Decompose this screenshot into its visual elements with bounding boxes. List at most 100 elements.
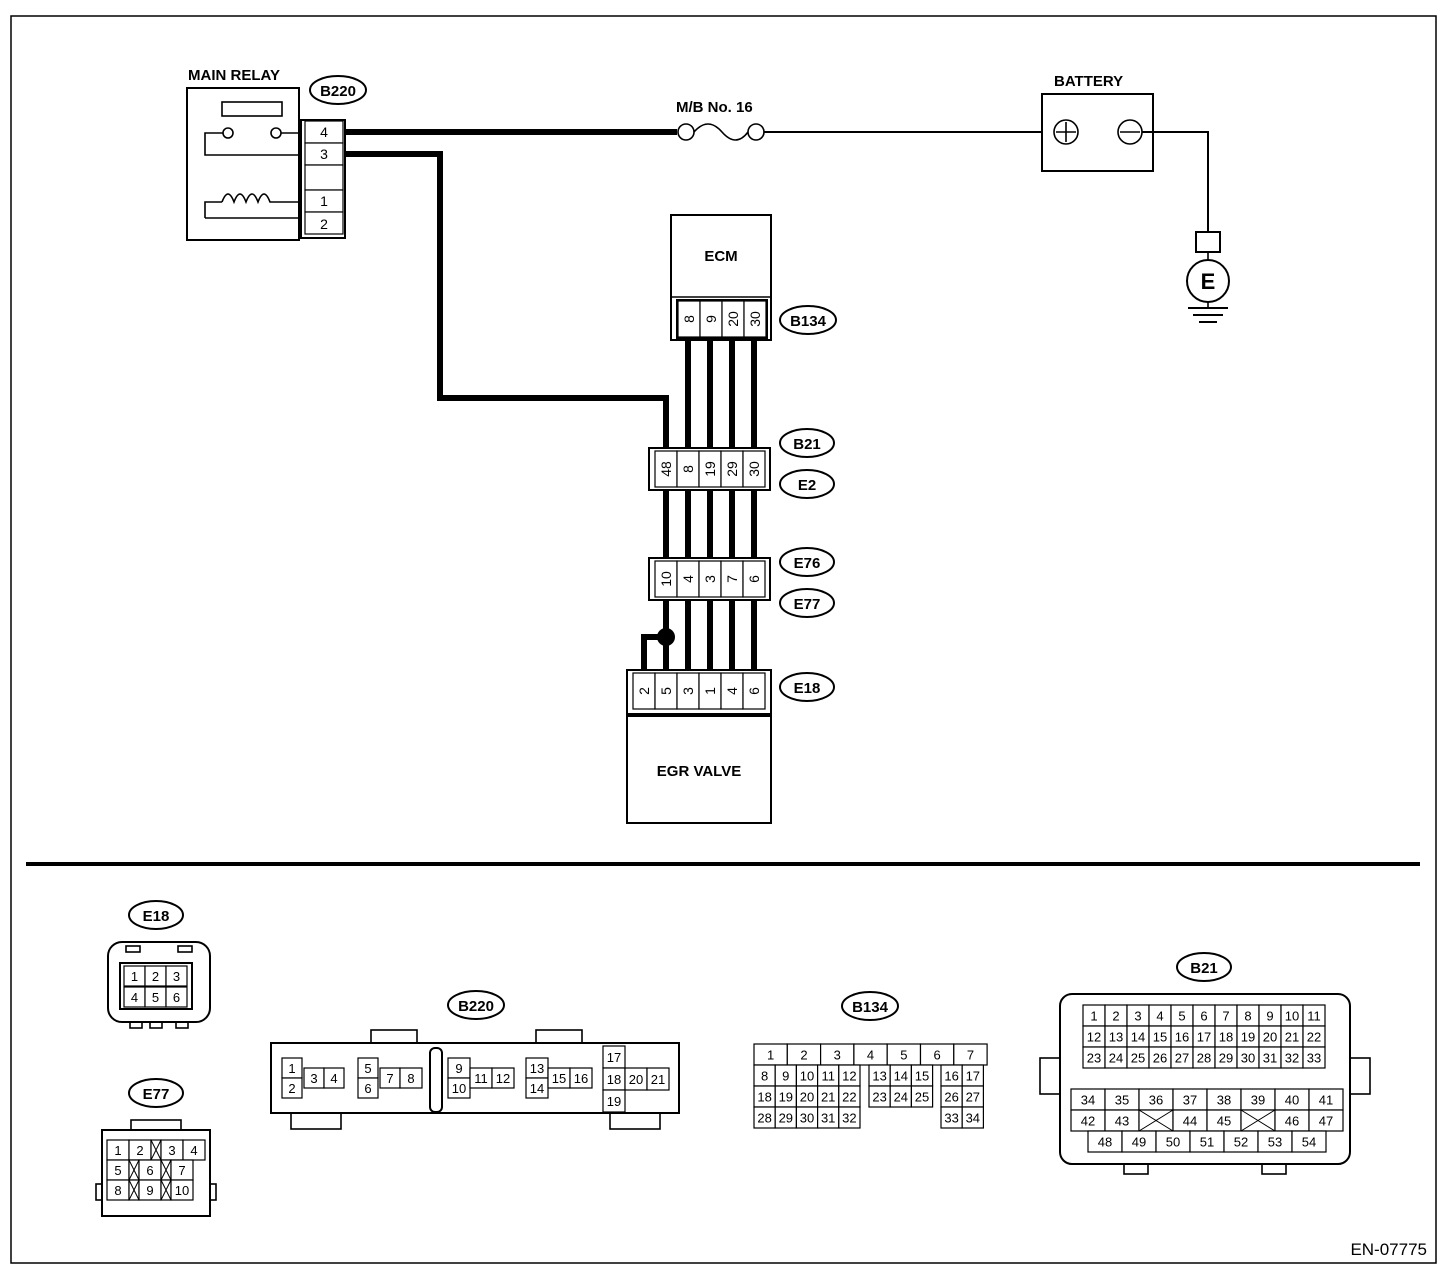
connector-pin-label: 41 [1319, 1093, 1333, 1108]
connector-pin-label: 43 [1115, 1114, 1129, 1129]
connector-pin-label: 13 [530, 1061, 544, 1076]
connector-pin-label: 18 [607, 1072, 621, 1087]
svg-text:30: 30 [746, 461, 762, 477]
svg-text:19: 19 [702, 461, 718, 477]
svg-text:E76: E76 [794, 555, 821, 572]
connector-pin-label: 35 [1115, 1093, 1129, 1108]
ground-label: E [1201, 269, 1216, 294]
connector-pin-label: 6 [1200, 1009, 1207, 1024]
connector-pin-label: 6 [934, 1048, 941, 1063]
svg-text:7: 7 [724, 575, 740, 583]
svg-text:4: 4 [680, 575, 696, 583]
ecm-pins: 8 9 20 30 [677, 300, 767, 338]
connector-pin-cell [838, 1106, 861, 1129]
svg-text:30: 30 [747, 311, 763, 327]
connector-pin-cell [569, 1067, 593, 1089]
connector-pin-label: 2 [800, 1048, 807, 1063]
connector-pin-label: 48 [1098, 1135, 1112, 1150]
svg-text:29: 29 [724, 461, 740, 477]
connector-pin-label: 18 [1219, 1030, 1233, 1045]
connector-pin-label: 12 [842, 1069, 856, 1084]
svg-text:9: 9 [703, 315, 719, 323]
connector-pin-label: 8 [407, 1071, 414, 1086]
connector-pin-label: 12 [496, 1071, 510, 1086]
relay-pin: 1 [320, 193, 328, 209]
connector-pin-label: 24 [1109, 1051, 1123, 1066]
svg-text:4: 4 [724, 687, 740, 695]
b21-tag [779, 428, 835, 458]
svg-text:E18: E18 [143, 908, 170, 925]
connector-pin-label: 30 [1241, 1051, 1255, 1066]
connector-pin-label: 52 [1234, 1135, 1248, 1150]
connector-pin-label: 46 [1285, 1114, 1299, 1129]
connector-pin-cell [165, 986, 188, 1008]
splice-point [657, 628, 675, 646]
connector-pin-label: 15 [915, 1069, 929, 1084]
svg-text:48: 48 [658, 461, 674, 477]
connector-pin-label: 14 [530, 1081, 544, 1096]
connector-pin-label: 14 [894, 1069, 908, 1084]
connector-pin-label: 1 [114, 1143, 121, 1158]
connector-pin-label: 10 [175, 1183, 189, 1198]
connector-pin-label: 20 [1263, 1030, 1277, 1045]
connector-pin-label: 31 [821, 1111, 835, 1126]
connector-pin-label: 16 [944, 1069, 958, 1084]
connector-pin-label: 34 [966, 1111, 980, 1126]
connector-pin-label: 32 [1285, 1051, 1299, 1066]
connector-pin-label: 4 [131, 990, 138, 1005]
connector-pin-label: 8 [1244, 1009, 1251, 1024]
svg-text:B21: B21 [793, 436, 821, 453]
unused-pin-mark [160, 1179, 172, 1201]
e18-tag [779, 672, 835, 702]
connector-pin-label: 28 [757, 1111, 771, 1126]
svg-text:E77: E77 [143, 1086, 170, 1103]
connector-pin-label: 26 [944, 1090, 958, 1105]
unused-pin-mark [128, 1179, 140, 1201]
svg-text:2: 2 [636, 687, 652, 695]
connector-pin-label: 4 [867, 1048, 874, 1063]
connector-pin-label: 15 [552, 1071, 566, 1086]
connector-pin-label: 6 [364, 1081, 371, 1096]
relay-pins: 4 3 1 2 [304, 120, 344, 235]
connector-pin-label: 25 [915, 1090, 929, 1105]
ecm: ECM 8 9 20 30 B134 [670, 214, 837, 341]
fuse-symbol [677, 123, 765, 141]
connector-pin-label: 7 [178, 1163, 185, 1178]
connector-pin-cell [399, 1067, 423, 1089]
connector-pin-label: 2 [152, 969, 159, 984]
connector-pin-label: 51 [1200, 1135, 1214, 1150]
connector-pin-label: 2 [136, 1143, 143, 1158]
b21-e2-junction: 48 8 19 29 30 B21 E2 [648, 428, 835, 499]
connector-pin-label: 8 [761, 1069, 768, 1084]
connector-pin-cell [357, 1077, 379, 1099]
unused-pin-mark [128, 1159, 140, 1181]
e77-tag [779, 588, 835, 618]
connector-pin-label: 31 [1263, 1051, 1277, 1066]
svg-text:10: 10 [658, 571, 674, 587]
connector-pin-label: 9 [146, 1183, 153, 1198]
connector-pin-label: 3 [173, 969, 180, 984]
battery: BATTERY [1041, 73, 1154, 172]
connector-pin-label: 4 [330, 1071, 337, 1086]
diagram-frame [10, 15, 1437, 1264]
ground-symbol: E [1186, 231, 1230, 323]
connector-pin-cell [910, 1085, 934, 1108]
connector-pin-label: 24 [894, 1090, 908, 1105]
connector-pin-label: 40 [1285, 1093, 1299, 1108]
svg-text:B220: B220 [458, 998, 494, 1015]
e76-tag [779, 547, 835, 577]
connector-pin-label: 34 [1081, 1093, 1095, 1108]
connector-pin-label: 21 [821, 1090, 835, 1105]
connector-pin-label: 5 [900, 1048, 907, 1063]
connector-pin-label: 3 [1134, 1009, 1141, 1024]
connector-pin-label: 16 [574, 1071, 588, 1086]
connector-pin-cell [646, 1067, 670, 1091]
connector-pin-label: 10 [1285, 1009, 1299, 1024]
connector-pin-label: 14 [1131, 1030, 1145, 1045]
connector-pin-label: 29 [779, 1111, 793, 1126]
connector-pin-label: 20 [800, 1090, 814, 1105]
svg-text:3: 3 [680, 687, 696, 695]
connector-pin-label: 19 [779, 1090, 793, 1105]
